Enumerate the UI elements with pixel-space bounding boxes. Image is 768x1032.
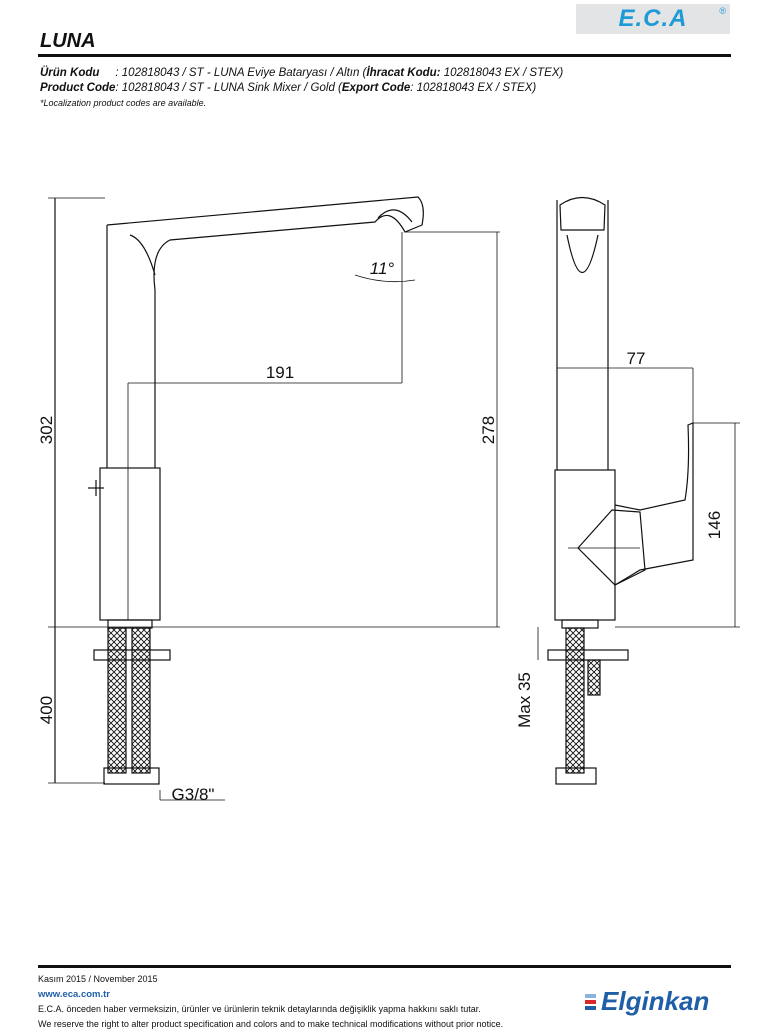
value: 102818043 EX / STEX) — [440, 67, 564, 79]
footer: Kasım 2015 / November 2015 www.eca.com.t… — [38, 972, 503, 1032]
elginkan-mark-icon — [585, 993, 596, 1010]
dim-reach: 191 — [266, 363, 294, 382]
dim-spout-height: 278 — [479, 416, 498, 444]
label: Export Code — [341, 82, 411, 94]
footer-date: Kasım 2015 / November 2015 — [38, 974, 158, 984]
label: Ürün Kodu — [40, 67, 100, 79]
dim-angle: 11° — [370, 259, 395, 278]
product-info: Ürün Kodu : 102818043 / ST - LUNA Eviye … — [40, 66, 563, 111]
footer-url[interactable]: www.eca.com.tr — [38, 989, 110, 1000]
dim-thread: G3/8" — [172, 785, 215, 804]
dim-total-height: 302 — [37, 416, 56, 444]
value: : 102818043 / ST - LUNA Eviye Bataryası … — [115, 67, 367, 79]
dim-side-reach: 77 — [627, 349, 646, 368]
product-code-tr: Ürün Kodu : 102818043 / ST - LUNA Eviye … — [40, 66, 563, 81]
page-title: LUNA — [40, 30, 96, 52]
dim-hose-length: 400 — [37, 696, 56, 724]
value: : 102818043 EX / STEX) — [410, 82, 537, 94]
eca-logo-text: E.C.A — [618, 5, 688, 32]
front-view — [48, 196, 500, 801]
side-view — [537, 196, 740, 785]
registered-mark: ® — [719, 6, 726, 16]
dim-handle-height: 146 — [705, 511, 724, 539]
product-code-en: Product Code: 102818043 / ST - LUNA Sink… — [40, 81, 563, 96]
label: Product Code — [40, 82, 116, 94]
disclaimer-tr: E.C.A. önceden haber vermeksizin, ürünle… — [38, 1004, 481, 1014]
localization-note: *Localization product codes are availabl… — [40, 98, 207, 108]
header-divider — [38, 54, 731, 57]
dim-max-deck: Max 35 — [515, 672, 534, 728]
value: : 102818043 / ST - LUNA Sink Mixer / Gol… — [115, 82, 342, 94]
eca-logo: E.C.A ® — [576, 4, 730, 34]
footer-divider — [38, 965, 731, 968]
disclaimer-en: We reserve the right to alter product sp… — [38, 1019, 504, 1029]
elginkan-logo: Elginkan — [585, 986, 709, 1017]
elginkan-logo-text: Elginkan — [601, 986, 710, 1016]
label: İhracat Kodu: — [366, 67, 441, 79]
